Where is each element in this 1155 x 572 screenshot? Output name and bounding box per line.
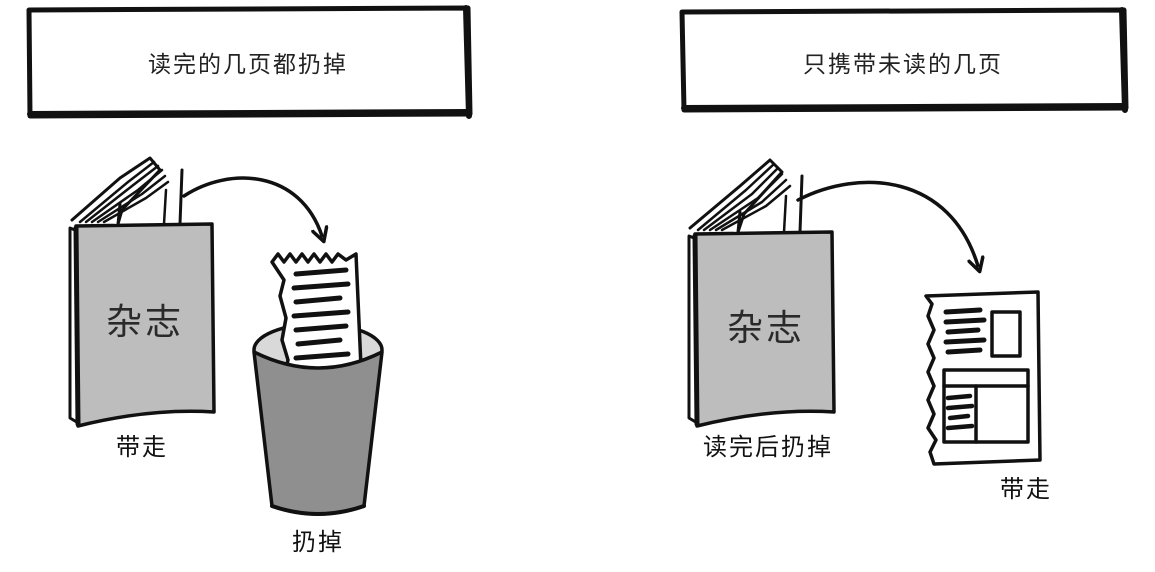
left-title-box: 读完的几页都扔掉 (26, 5, 473, 119)
right-arrow (796, 180, 978, 266)
left-magazine: 杂志 (68, 156, 216, 428)
trash-bin (252, 252, 384, 516)
right-magazine: 杂志 (687, 158, 836, 428)
right-panel: 只携带未读的几页 杂志 读完后扔掉 (679, 7, 1129, 503)
trash-label: 扔掉 (292, 528, 344, 556)
left-title: 读完的几页都扔掉 (148, 52, 348, 78)
left-magazine-cover-title: 杂志 (106, 302, 184, 343)
left-arrow (182, 176, 322, 236)
left-magazine-label: 带走 (116, 433, 168, 461)
right-magazine-cover-title: 杂志 (727, 308, 805, 349)
unread-pages (924, 290, 1042, 466)
unread-pages-label: 带走 (1000, 475, 1052, 503)
right-magazine-label: 读完后扔掉 (703, 433, 833, 461)
right-title: 只携带未读的几页 (803, 52, 1003, 78)
left-panel: 读完的几页都扔掉 杂志 带走 (26, 5, 473, 556)
right-title-box: 只携带未读的几页 (679, 7, 1129, 113)
